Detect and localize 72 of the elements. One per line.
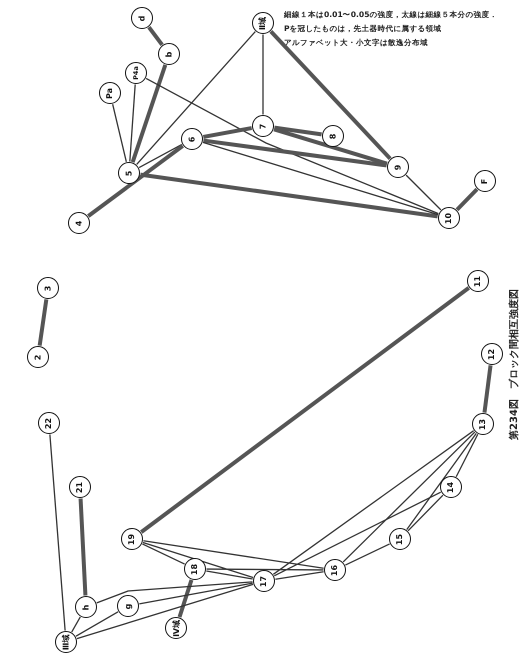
area-circle: 2	[27, 346, 49, 368]
area-circle: g	[117, 595, 139, 617]
area-circle: Pa	[99, 82, 121, 104]
connector-line	[274, 492, 442, 576]
connector-line	[345, 543, 390, 566]
figure-caption: 第234図 ブロック間相互強度図	[507, 288, 521, 440]
area-circle: 14	[440, 476, 462, 498]
area-circle: F	[474, 170, 496, 192]
connector-line	[456, 188, 478, 212]
area-circle: 17	[253, 570, 275, 592]
connector-line	[269, 30, 392, 160]
area-circle: 11	[467, 270, 489, 292]
connector-line	[140, 172, 438, 218]
connector-line	[112, 104, 127, 162]
connector-line	[138, 144, 182, 168]
connector-line	[87, 144, 184, 218]
connector-line	[139, 582, 253, 605]
connector-line	[482, 365, 493, 413]
connector-line	[406, 432, 477, 530]
area-circle: 7	[252, 115, 274, 137]
area-circle: 19	[121, 528, 143, 550]
area-circle: 6	[181, 128, 203, 150]
area-circle: 22	[38, 412, 60, 434]
connector-line	[136, 31, 256, 165]
area-circle: 9	[387, 156, 409, 178]
area-circle: 10	[438, 207, 460, 229]
area-circle: 21	[69, 476, 91, 498]
connector-line	[143, 540, 324, 569]
connector-line	[202, 126, 252, 139]
area-circle: 18	[184, 558, 206, 580]
connector-line	[408, 494, 444, 532]
connector-line	[76, 584, 254, 640]
connector-line	[78, 498, 88, 596]
connector-line	[206, 568, 324, 571]
connector-line	[206, 570, 253, 580]
connector-line	[262, 34, 264, 114]
area-circle: 16	[324, 559, 346, 581]
area-circle: 3	[37, 277, 59, 299]
connector-line	[275, 571, 324, 580]
area-circle: 5	[118, 162, 140, 184]
area-circle: Ⅱ域	[252, 12, 274, 34]
area-circle: 4	[68, 212, 90, 234]
area-circle: 13	[472, 413, 494, 435]
area-circle: b	[158, 43, 180, 65]
area-circle: Ⅲ域	[55, 631, 77, 653]
connector-line	[273, 127, 388, 166]
connector-line	[76, 611, 118, 637]
area-circle: h	[75, 596, 97, 618]
connector-line	[274, 126, 322, 136]
connector-line	[130, 64, 168, 163]
connector-line	[146, 78, 439, 214]
area-circle: 12	[481, 343, 503, 365]
connector-line	[147, 26, 164, 46]
connector-line	[96, 581, 253, 604]
connector-line	[178, 579, 194, 618]
area-circle: d	[131, 7, 153, 29]
connector-line	[49, 434, 66, 631]
connector-line	[142, 543, 185, 565]
connector-line	[140, 286, 470, 534]
connector-line	[142, 542, 254, 578]
connector-line	[342, 432, 476, 562]
connector-line	[272, 430, 474, 575]
area-circle: 15	[389, 528, 411, 550]
connector-line	[406, 174, 442, 210]
area-circle: Ⅳ域	[165, 617, 187, 639]
connector-line	[456, 434, 478, 478]
connector-line	[202, 142, 438, 216]
connector-line	[129, 84, 136, 162]
connector-line	[71, 616, 81, 632]
area-circle: 8	[322, 125, 344, 147]
connector-line	[38, 299, 48, 346]
connector-line	[203, 138, 387, 168]
